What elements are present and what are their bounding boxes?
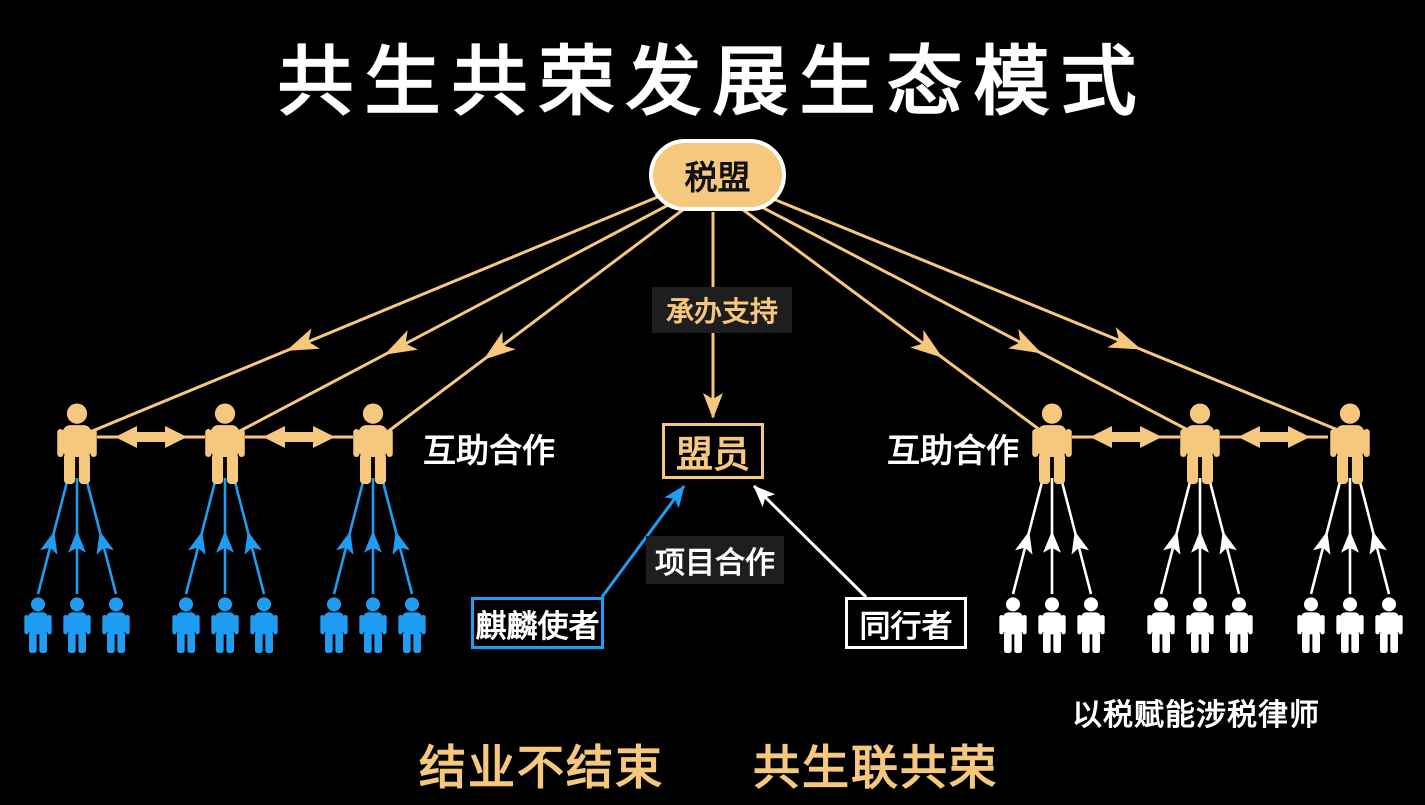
person-icon — [1147, 597, 1175, 653]
member-node: 盟员 — [662, 423, 764, 479]
kirin-to-member-arrow — [600, 485, 686, 598]
person-icon — [1225, 597, 1253, 653]
mutual-cooperation-label-right: 互助合作 — [887, 432, 1019, 469]
person-icon — [1032, 403, 1072, 484]
page-title: 共生共荣发展生态模式 — [277, 40, 1148, 125]
fan-arrow-left-outer — [89, 194, 661, 434]
person-icon — [102, 597, 130, 653]
member-node-label: 盟员 — [676, 434, 750, 475]
person-icon — [211, 597, 239, 653]
kirin-messenger-box: 麒麟使者 — [471, 597, 604, 649]
kirin-messenger-label: 麒麟使者 — [475, 608, 600, 644]
person-icon — [320, 597, 348, 653]
double-headed-arrows — [115, 426, 1310, 448]
person-icon — [1336, 597, 1364, 653]
person-icon — [1186, 597, 1214, 653]
person-icon — [63, 597, 91, 653]
fan-arrow-right-inner — [741, 207, 1041, 432]
person-icon — [205, 403, 245, 484]
companion-box: 同行者 — [845, 597, 967, 649]
companion-to-member-arrow — [752, 484, 868, 599]
fan-arrow-right-outer — [765, 194, 1339, 432]
companion-label: 同行者 — [859, 608, 953, 644]
project-cooperation-label: 项目合作 — [646, 536, 784, 584]
person-icon — [1180, 403, 1220, 484]
person-icon — [172, 597, 200, 653]
fan-arrow-left-mid — [237, 201, 673, 434]
companion-up-arrows — [1011, 477, 1391, 595]
support-edge-label: 承办支持 — [652, 287, 792, 333]
kirin-figures — [24, 597, 426, 653]
fan-arrow-right-mid — [753, 201, 1189, 432]
person-icon — [999, 597, 1027, 653]
footer-slogan-left: 结业不结束 — [419, 741, 664, 794]
person-icon — [57, 403, 97, 484]
kirin-up-arrows — [36, 477, 414, 595]
person-icon — [24, 597, 52, 653]
person-icon — [1297, 597, 1325, 653]
person-icon — [353, 403, 393, 484]
root-node-label: 税盟 — [684, 159, 751, 196]
companion-figures — [999, 597, 1403, 653]
root-node-tax-alliance: 税盟 — [649, 139, 786, 211]
lawyers-caption: 以税赋能涉税律师 — [1072, 699, 1320, 732]
double-arrow-icon — [1090, 426, 1162, 448]
footer-slogan-right: 共生联共荣 — [753, 741, 998, 794]
root-fan-arrows — [89, 194, 1339, 435]
person-icon — [359, 597, 387, 653]
double-arrow-icon — [115, 426, 187, 448]
double-arrow-icon — [263, 426, 335, 448]
person-icon — [1077, 597, 1105, 653]
person-icon — [1038, 597, 1066, 653]
mutual-cooperation-label-left: 互助合作 — [423, 432, 555, 469]
person-icon — [1330, 403, 1370, 484]
fan-arrow-left-inner — [385, 207, 685, 435]
person-icon — [398, 597, 426, 653]
double-arrow-icon — [1238, 426, 1310, 448]
person-icon — [1375, 597, 1403, 653]
person-icon — [250, 597, 278, 653]
